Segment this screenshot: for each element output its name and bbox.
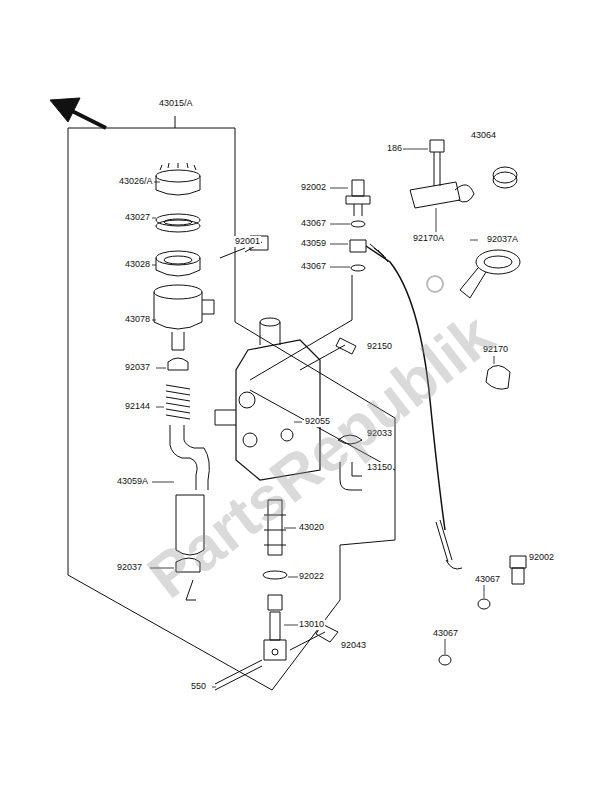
callout-number: 92022	[298, 571, 325, 582]
callout-number: 92037	[116, 562, 143, 573]
callout-number: 43059A	[116, 476, 149, 487]
callout-number: 43067	[474, 574, 501, 585]
callout-number: 43067	[432, 628, 459, 639]
callout-number: 43067	[300, 261, 327, 272]
callout-number: 43020	[298, 522, 325, 533]
callout-number: 92144	[124, 401, 151, 412]
callout-number: 92150	[366, 341, 393, 352]
callout-number: 13010	[298, 619, 325, 630]
callout-number: 43067	[300, 218, 327, 229]
callout-number: 92037	[124, 362, 151, 373]
callout-number: 92002	[528, 552, 555, 563]
callout-number: 43078	[124, 314, 151, 325]
callout-number: 43064	[470, 130, 497, 141]
callout-number: 550	[190, 681, 207, 692]
direction-arrowhead	[50, 98, 80, 122]
callout-number: 43015/A	[158, 98, 194, 109]
callout-number: 43028	[124, 259, 151, 270]
callout-number: 43059	[300, 238, 327, 249]
watermark: PartsRepublik	[134, 299, 506, 612]
callout-number: 92001	[234, 236, 261, 247]
callout-number: 13150	[366, 462, 393, 473]
callout-number: 92043	[340, 640, 367, 651]
direction-arrow	[70, 110, 106, 128]
callout-number: 92037A	[486, 234, 519, 245]
callout-number: 92170A	[412, 233, 445, 244]
callout-number: 92002	[300, 182, 327, 193]
callout-number: 43027	[124, 212, 151, 223]
callout-number: 186	[386, 143, 403, 154]
callout-number: 43026/A	[118, 176, 154, 187]
